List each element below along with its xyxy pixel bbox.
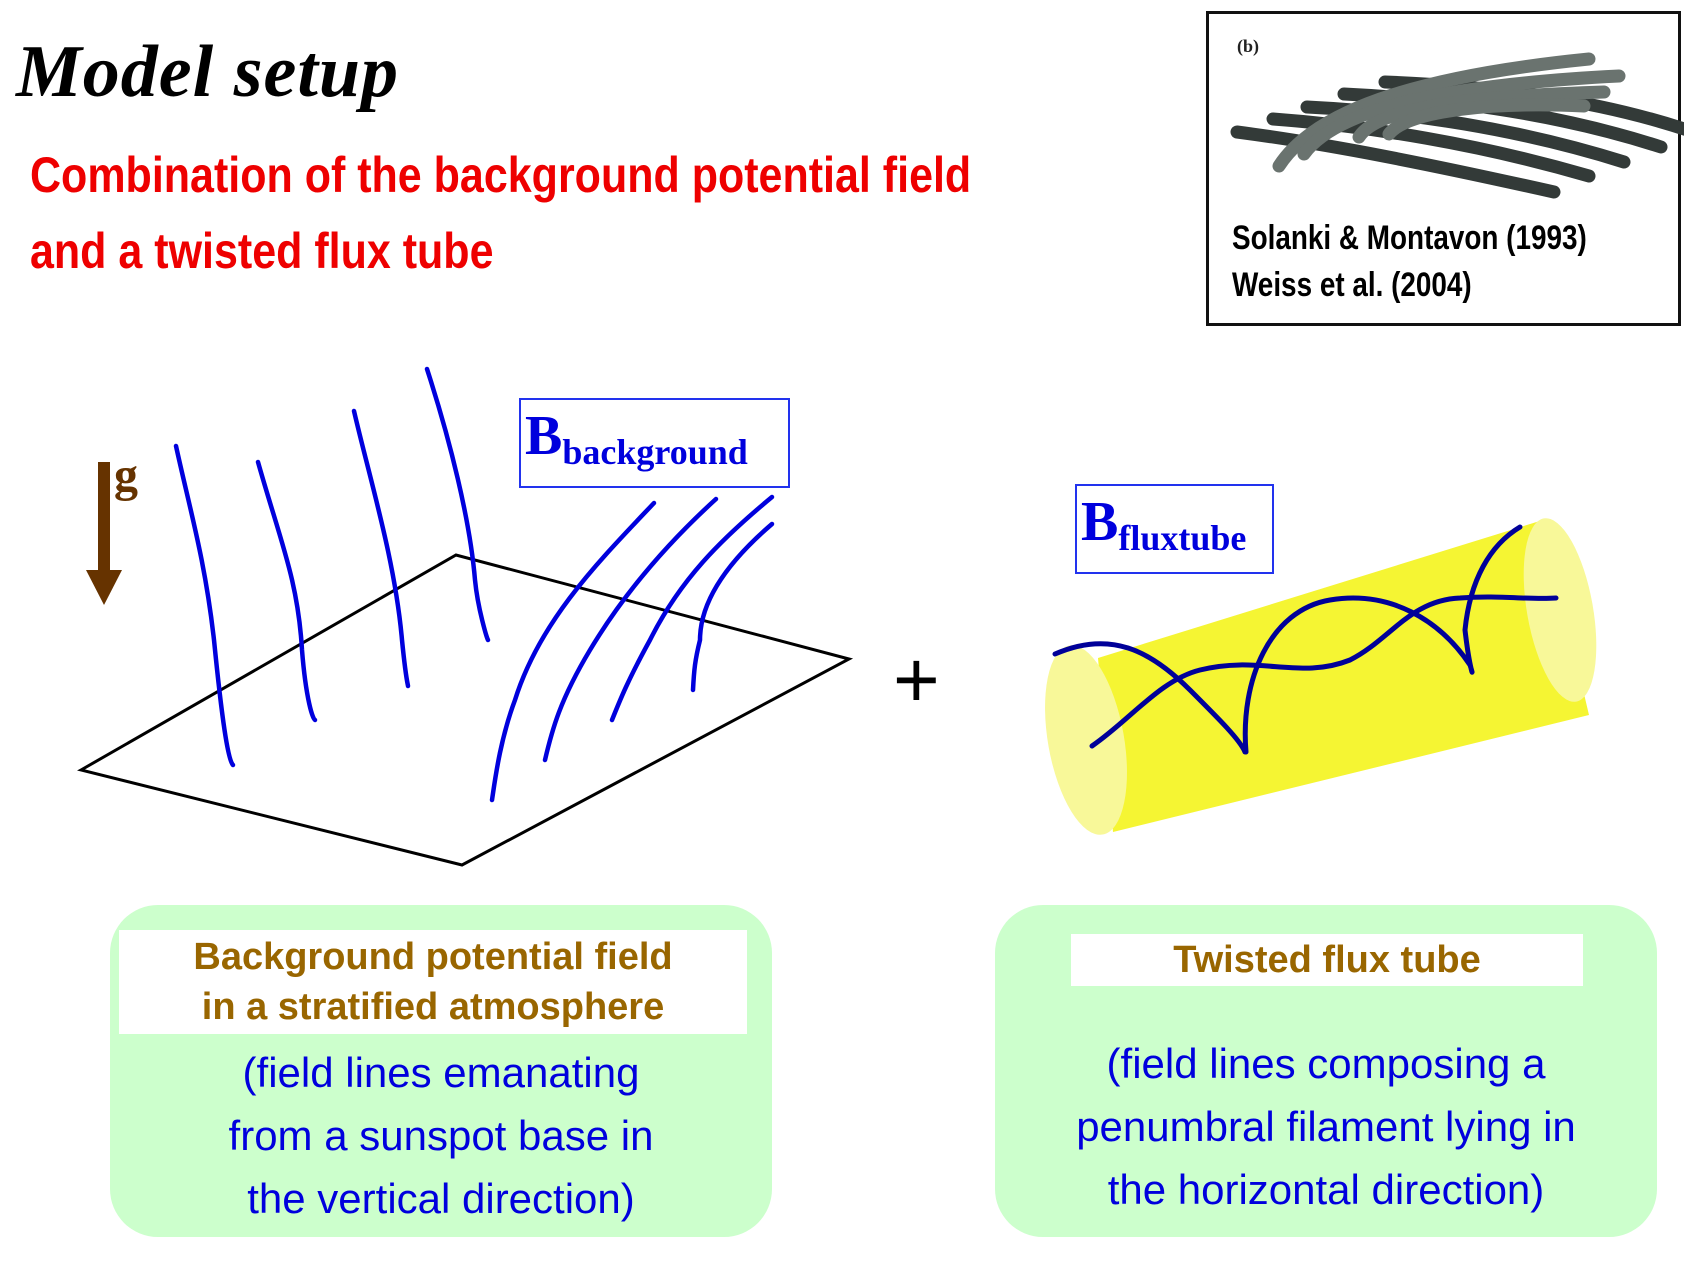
card-heading: Background potential field in a stratifi… [119,930,747,1034]
field-line [542,496,719,763]
light-filament [1272,52,1596,173]
twisted-field-line [1089,594,1559,749]
citation-box: (b) Solanki & Montavon (1993) Weiss et a… [1206,11,1684,326]
field-line [489,500,657,803]
plus-operator: + [893,635,940,724]
field-line [173,443,236,768]
card-description: (field lines composing a penumbral filam… [995,1032,1657,1221]
light-filament [1297,69,1626,161]
field-line [351,408,411,689]
flux-tube-field-lines [1052,524,1559,755]
field-line [255,459,318,723]
flux-tube-card: Twisted flux tube (field lines composing… [995,905,1657,1237]
card-heading: Twisted flux tube [1071,934,1583,986]
b-symbol: B [525,405,563,467]
dark-filament [1230,125,1561,199]
b-symbol: B [1081,491,1119,553]
b-fluxtube-label: Bfluxtube [1075,484,1274,574]
field-line [609,494,775,723]
light-filaments [1272,52,1626,173]
field-line [690,521,775,693]
light-filament [1352,85,1611,144]
description-line: from a sunspot base in [228,1112,654,1159]
field-line [424,366,491,643]
dark-filament [1266,112,1596,183]
description-line: (field lines composing a [1106,1040,1546,1087]
description-line: (field lines emanating [242,1049,640,1096]
photosphere-plane [77,553,854,867]
description-line: the horizontal direction) [1107,1166,1545,1213]
reference-2: Weiss et al. (2004) [1232,266,1472,304]
panel-label: (b) [1237,36,1259,56]
b-subscript: fluxtube [1118,518,1247,558]
b-subscript: background [562,432,748,472]
heading-line: in a stratified atmosphere [201,986,665,1028]
background-field-lines [173,366,775,803]
light-filament [1382,98,1591,141]
subtitle-line-1: Combination of the background potential … [30,147,972,203]
subtitle-line-2: and a twisted flux tube [30,223,494,279]
heading-line: Background potential field [193,936,673,978]
description-line: penumbral filament lying in [1076,1103,1576,1150]
heading-line: Twisted flux tube [1173,939,1481,981]
b-background-label: Bbackground [519,398,790,488]
description-line: the vertical direction) [247,1175,635,1222]
gravity-label: g [114,449,138,502]
reference-1: Solanki & Montavon (1993) [1232,219,1587,257]
background-field-card: Background potential field in a stratifi… [110,905,772,1237]
twisted-field-line [1242,524,1523,755]
down-arrow-icon [86,462,122,605]
page-title: Model setup [16,31,400,113]
twisted-field-line [1052,641,1248,755]
filament-bundle-illustration [1230,52,1684,199]
card-description: (field lines emanating from a sunspot ba… [110,1041,772,1230]
